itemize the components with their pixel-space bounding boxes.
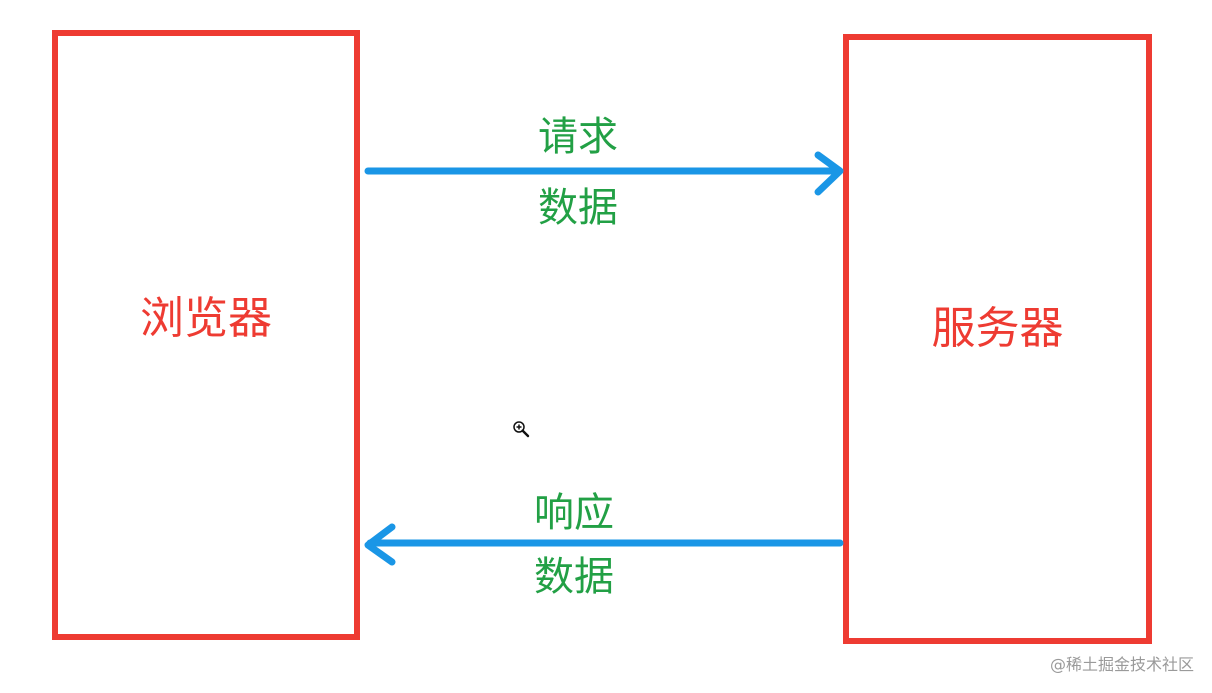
zoom-in-icon: [513, 421, 530, 438]
server-label: 服务器: [931, 303, 1064, 354]
request-label: 请求: [538, 114, 618, 160]
request-data-label: 数据: [538, 185, 618, 231]
browser-label: 浏览器: [140, 293, 272, 344]
response-data-label: 数据: [534, 554, 614, 600]
watermark: @稀土掘金技术社区: [1049, 655, 1194, 674]
response-label: 响应: [534, 490, 614, 536]
browser-node: 浏览器: [52, 30, 360, 640]
server-node: 服务器: [843, 34, 1152, 644]
